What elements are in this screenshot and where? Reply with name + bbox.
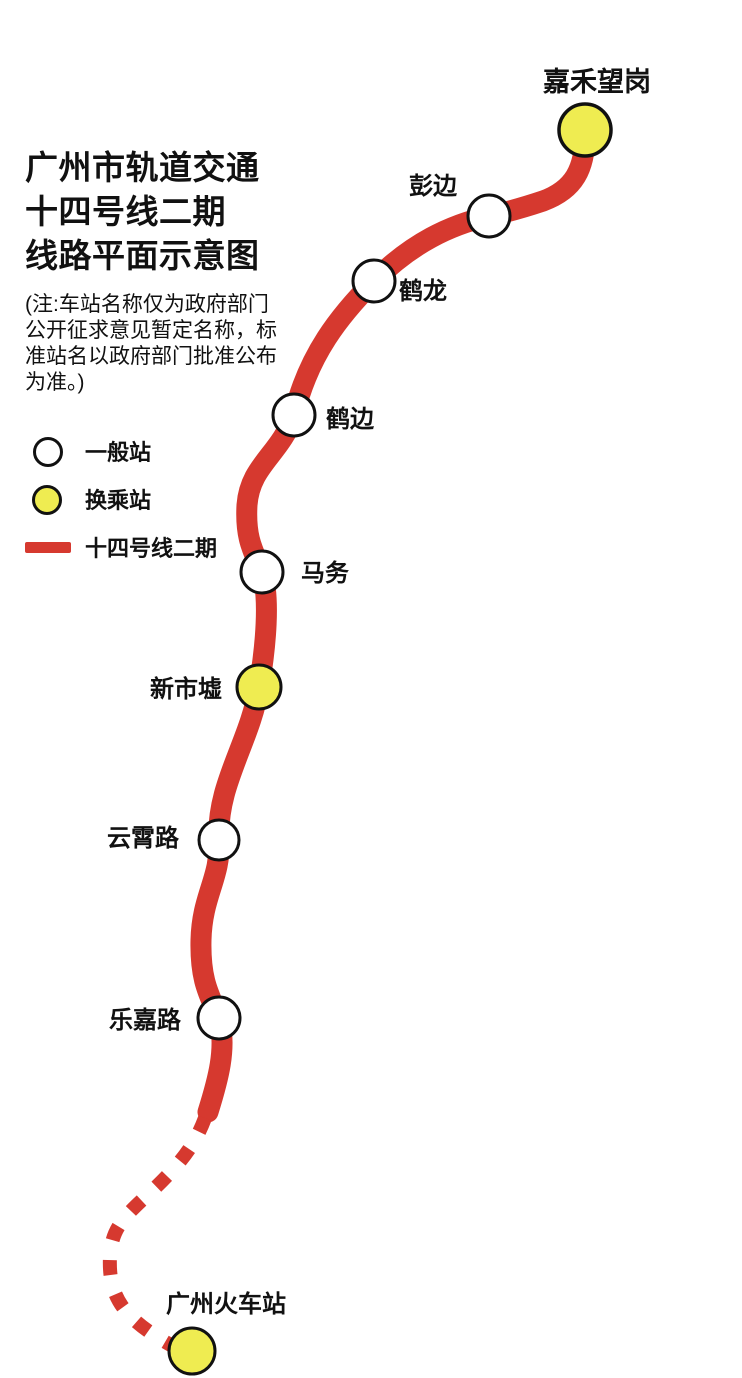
- map-title-line-3: 线路平面示意图: [25, 237, 260, 274]
- station-circle-helong: [351, 258, 397, 304]
- map-note-line-1: (注:车站名称仅为政府部门: [25, 293, 269, 316]
- station-circle-xinshixu: [235, 663, 283, 711]
- map-note: (注:车站名称仅为政府部门 公开征求意见暂定名称，标 准站名以政府部门批准公布 …: [25, 292, 277, 396]
- station-circle-yunxiaolu: [197, 818, 241, 862]
- station-label-jiahewanggang: 嘉禾望岗: [543, 67, 651, 97]
- station-label-yunxiaolu: 云霄路: [107, 824, 180, 852]
- station-label-helong: 鹤龙: [399, 277, 447, 305]
- station-circle-jiahewanggang: [557, 102, 613, 158]
- legend-regular-station-icon: [33, 437, 63, 467]
- legend-regular-station-label: 一般站: [85, 440, 152, 465]
- station-circle-hebian: [271, 392, 317, 438]
- station-label-xinshixu: 新市墟: [150, 675, 222, 703]
- map-title-line-2: 十四号线二期: [25, 193, 226, 230]
- station-label-mawu: 马务: [301, 559, 350, 587]
- station-label-hebian: 鹤边: [326, 405, 375, 433]
- line14-phase2-dashed-path: [102, 1115, 212, 1356]
- legend-line-swatch-icon: [25, 542, 71, 553]
- map-note-line-4: 为准。): [25, 371, 85, 394]
- legend-transfer-station-icon: [32, 485, 62, 515]
- station-circle-mawu: [239, 549, 285, 595]
- station-label-guangzhouhuochezhan: 广州火车站: [166, 1290, 286, 1318]
- map-note-line-3: 准站名以政府部门批准公布: [25, 345, 277, 368]
- station-circle-pengbian: [466, 193, 512, 239]
- map-note-line-2: 公开征求意见暂定名称，标: [25, 319, 277, 342]
- station-circle-guangzhouhuochezhan: [167, 1326, 217, 1376]
- map-title-line-1: 广州市轨道交通: [25, 149, 260, 186]
- legend-line-label: 十四号线二期: [85, 536, 218, 561]
- station-label-pengbian: 彭边: [409, 173, 458, 200]
- map-title: 广州市轨道交通 十四号线二期 线路平面示意图: [25, 146, 260, 278]
- station-circle-lejialu: [196, 995, 242, 1041]
- legend-transfer-station-label: 换乘站: [85, 488, 152, 513]
- station-label-lejialu: 乐嘉路: [109, 1006, 182, 1034]
